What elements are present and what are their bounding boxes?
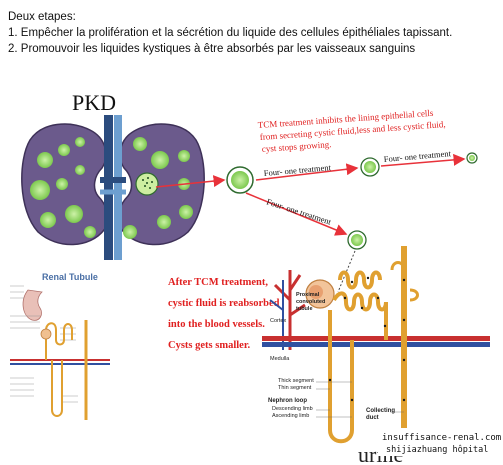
watermark-line-1: insuffisance-renal.com [382, 433, 501, 443]
arrow-kidney-to-cyst [155, 175, 226, 188]
cyst [58, 144, 70, 156]
absorption-note-line-4: Cysts gets smaller. [168, 340, 251, 351]
cyst-dots [142, 177, 153, 189]
distal-tubule [338, 270, 382, 290]
label-thick-segment: Thick segment [278, 378, 314, 384]
absorption-note: After TCM treatment, cystic fluid is rea… [168, 277, 280, 351]
intro-step-2: 2. Promouvoir les liquides kystiques à ê… [8, 43, 415, 55]
renal-tubule-title: Renal Tubule [42, 272, 98, 282]
label-medulla: Medulla [270, 356, 290, 362]
arrow-stage-1 [255, 163, 359, 181]
treatment-note-line-3: cyst stops growing. [261, 139, 331, 154]
label-proximal-2: convoluted [296, 299, 325, 305]
arcuate-artery [262, 336, 490, 341]
intro-heading: Deux etapes: [8, 11, 76, 23]
cyst [178, 150, 190, 162]
mini-convoluted-tubule [45, 322, 73, 360]
arrow-stage-2 [380, 153, 466, 167]
mini-kidney-icon [22, 289, 43, 321]
label-proximal-1: Proximal [296, 292, 320, 298]
cyst-stage-3-core [469, 155, 475, 161]
renal-tubule-panel: Renal Tubule [10, 272, 110, 420]
cyst [151, 151, 169, 169]
arrow-stage-branch [245, 192, 348, 236]
label-collecting-2: duct [366, 415, 379, 421]
absorption-note-line-1: After TCM treatment, [168, 277, 268, 288]
progression-arrows [155, 153, 466, 293]
label-nephron-loop: Nephron loop [268, 398, 307, 404]
arrow-label-3: Four- one treatment [265, 196, 333, 227]
label-descending-limb: Descending limb [272, 406, 313, 412]
intro-step-1: 1. Empêcher la prolifération et la sécré… [8, 27, 452, 39]
arcuate-vein [262, 342, 490, 347]
cyst [30, 180, 50, 200]
cyst [84, 226, 96, 238]
pkd-kidney-illustration: PKD [21, 90, 205, 260]
cyst [37, 152, 53, 168]
nephron-diagram: Proximal convoluted tubule Cortex Medull… [262, 246, 490, 444]
cyst-stage-1-core [231, 171, 249, 189]
cyst [75, 137, 85, 147]
mini-glomerulus [40, 328, 52, 340]
fluid-particles [328, 276, 406, 402]
proximal-tubule [332, 291, 388, 340]
label-thin-segment: Thin segment [278, 385, 312, 391]
nephron-loop [328, 310, 354, 444]
cyst [75, 165, 85, 175]
cyst [56, 178, 68, 190]
pkd-label: PKD [72, 90, 116, 115]
collecting-duct-branches [390, 261, 419, 302]
cyst-stage-2-core [364, 161, 376, 173]
watermark-backdrop [378, 428, 503, 456]
watermark-line-2: shijiazhuang hôpital [386, 444, 488, 455]
vena-cava [104, 115, 113, 260]
mini-label-lines [10, 285, 78, 403]
absorption-note-line-2: cystic fluid is reabsorbed [168, 298, 280, 309]
treatment-note: TCM treatment inhibits the lining epithe… [257, 108, 445, 154]
cyst [40, 212, 56, 228]
dashed-arrow-to-tubule [337, 250, 356, 293]
label-proximal-3: tubule [296, 306, 313, 312]
cyst [123, 225, 137, 239]
mini-loop [51, 360, 63, 417]
cyst [179, 205, 193, 219]
cyst [157, 215, 171, 229]
label-ascending-limb: Ascending limb [272, 413, 309, 419]
cyst [133, 137, 147, 151]
nephron-label-lines [316, 381, 404, 418]
glomerulus-core [309, 285, 323, 299]
cyst [65, 205, 83, 223]
cyst-progression [226, 152, 478, 250]
cyst-stage-branch-core [351, 234, 363, 246]
aorta [114, 115, 122, 260]
absorption-note-line-3: into the blood vessels. [168, 319, 265, 330]
label-cortex: Cortex [270, 318, 286, 324]
label-collecting-1: Collecting [366, 408, 395, 414]
